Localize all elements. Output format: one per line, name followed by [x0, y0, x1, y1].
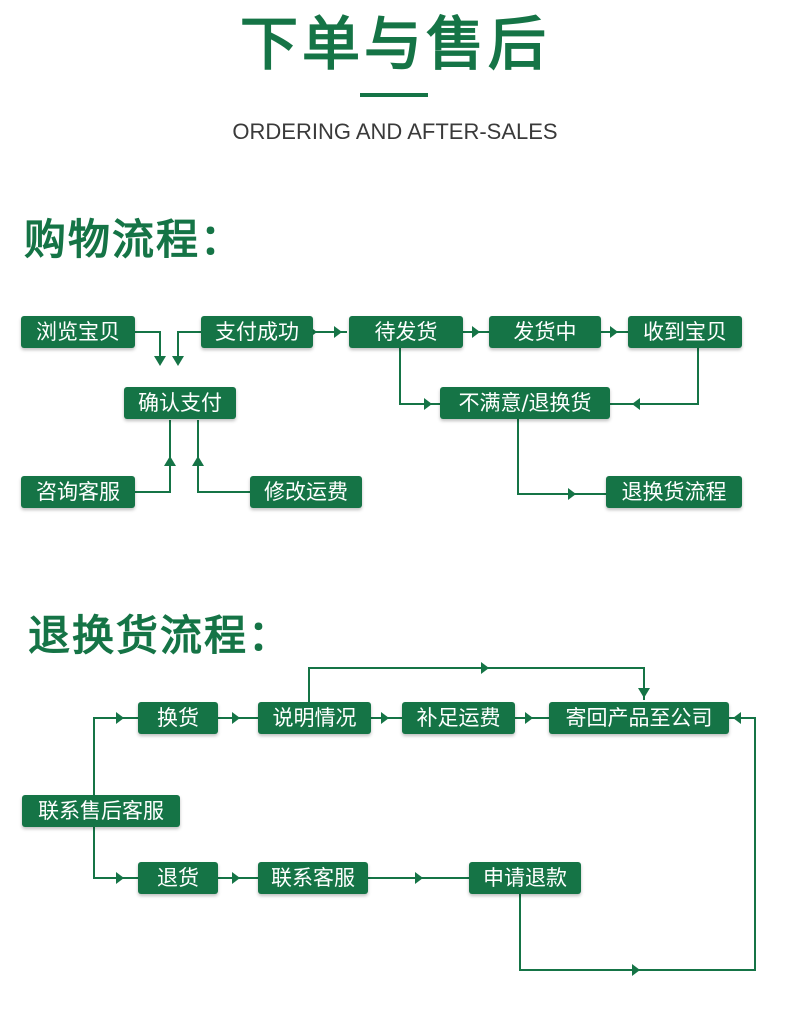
return-flow-heading: 退换货流程： [28, 611, 293, 660]
node-contact-service: 联系客服 [258, 862, 368, 894]
node-exchange: 换货 [138, 702, 218, 734]
page-title: 下单与售后 [239, 10, 550, 78]
node-browse: 浏览宝贝 [21, 316, 135, 348]
node-add-shipping-fee: 补足运费 [402, 702, 515, 734]
node-return-goods: 退货 [138, 862, 218, 894]
title-underline [360, 93, 428, 97]
arrowhead [154, 356, 166, 366]
arrowhead [172, 356, 184, 366]
node-shipping: 发货中 [489, 316, 601, 348]
node-return-exchange-flow: 退换货流程 [606, 476, 742, 508]
node-explain-situation: 说明情况 [258, 702, 371, 734]
node-apply-refund: 申请退款 [469, 862, 581, 894]
node-payment-success: 支付成功 [201, 316, 313, 348]
node-awaiting-shipment: 待发货 [349, 316, 463, 348]
node-contact-after-sales: 联系售后客服 [22, 795, 180, 827]
page-subtitle: ORDERING AND AFTER-SALES [232, 119, 558, 144]
node-unsatisfied-return: 不满意/退换货 [440, 387, 610, 419]
node-modify-shipping-fee: 修改运费 [250, 476, 362, 508]
node-confirm-payment: 确认支付 [124, 387, 236, 419]
node-send-back-to-company: 寄回产品至公司 [549, 702, 729, 734]
shopping-flow-heading: 购物流程： [24, 215, 245, 264]
node-received: 收到宝贝 [628, 316, 742, 348]
node-consult-service: 咨询客服 [21, 476, 135, 508]
